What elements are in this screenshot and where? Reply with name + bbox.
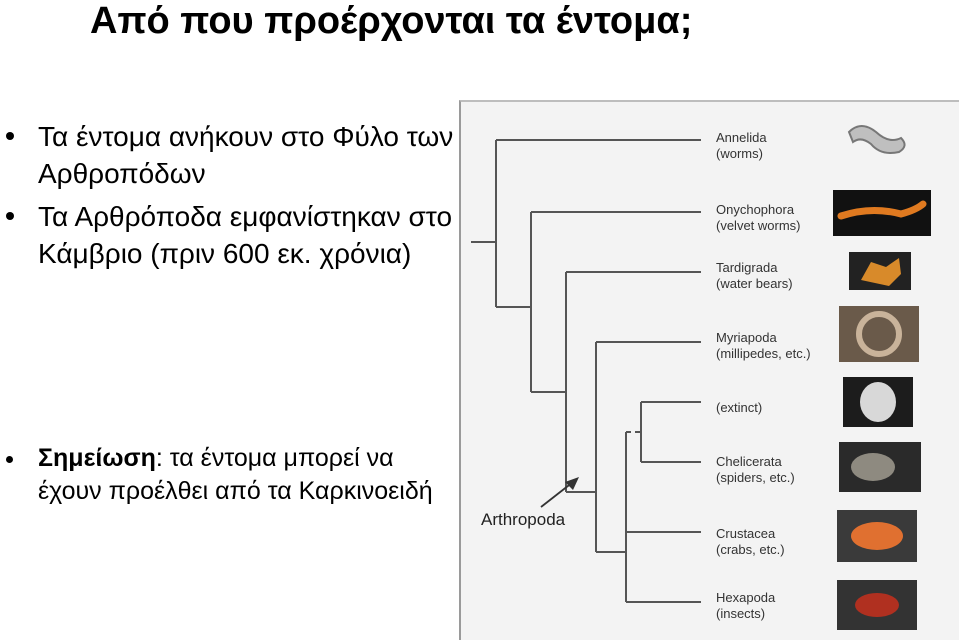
taxon-name: Hexapoda	[716, 590, 775, 606]
bullet-text: Τα έντομα ανήκουν στο Φύλο των Αρθροπόδω…	[38, 121, 453, 189]
taxon-annelida: Annelida (worms)	[716, 130, 767, 162]
bullet-dot	[6, 456, 13, 463]
bullet-text: Τα Αρθρόποδα εμφανίστηκαν στο Κάμβριο (π…	[38, 201, 452, 269]
taxon-name: Tardigrada	[716, 260, 793, 276]
taxon-chelicerata: Chelicerata (spiders, etc.)	[716, 454, 795, 486]
arrow-head	[565, 477, 579, 490]
taxon-common: (spiders, etc.)	[716, 470, 795, 486]
taxon-crustacea: Crustacea (crabs, etc.)	[716, 526, 785, 558]
bullet-item: Τα Αρθρόποδα εμφανίστηκαν στο Κάμβριο (π…	[0, 198, 460, 272]
taxon-name: (extinct)	[716, 400, 762, 416]
taxon-common: (water bears)	[716, 276, 793, 292]
taxon-hexapoda: Hexapoda (insects)	[716, 590, 775, 622]
taxon-common: (millipedes, etc.)	[716, 346, 811, 362]
phylogeny-figure: Annelida (worms) Onychophora (velvet wor…	[459, 100, 959, 640]
bullet-list: Τα έντομα ανήκουν στο Φύλο των Αρθροπόδω…	[0, 118, 460, 278]
taxon-name: Chelicerata	[716, 454, 795, 470]
worm-icon	[849, 126, 905, 153]
taxon-tardigrada: Tardigrada (water bears)	[716, 260, 793, 292]
taxon-name: Crustacea	[716, 526, 785, 542]
taxon-name: Myriapoda	[716, 330, 811, 346]
taxon-common: (worms)	[716, 146, 767, 162]
bullet-item: Τα έντομα ανήκουν στο Φύλο των Αρθροπόδω…	[0, 118, 460, 192]
bullet-dot	[6, 212, 14, 220]
note-bullet: Σημείωση: τα έντομα μπορεί να έχουν προέ…	[0, 442, 440, 508]
taxon-common: (insects)	[716, 606, 775, 622]
taxon-name: Annelida	[716, 130, 767, 146]
taxon-extinct: (extinct)	[716, 400, 762, 416]
arthropoda-arrow	[541, 482, 573, 507]
taxon-common: (crabs, etc.)	[716, 542, 785, 558]
taxon-onychophora: Onychophora (velvet worms)	[716, 202, 801, 234]
taxon-common: (velvet worms)	[716, 218, 801, 234]
arthropoda-label: Arthropoda	[481, 510, 565, 530]
bullet-dot	[6, 132, 14, 140]
taxon-myriapoda: Myriapoda (millipedes, etc.)	[716, 330, 811, 362]
taxon-name: Onychophora	[716, 202, 801, 218]
note-label: Σημείωση	[38, 444, 156, 472]
slide-title: Από που προέρχονται τα έντομα;	[90, 0, 692, 43]
phylogeny-tree	[461, 102, 959, 642]
